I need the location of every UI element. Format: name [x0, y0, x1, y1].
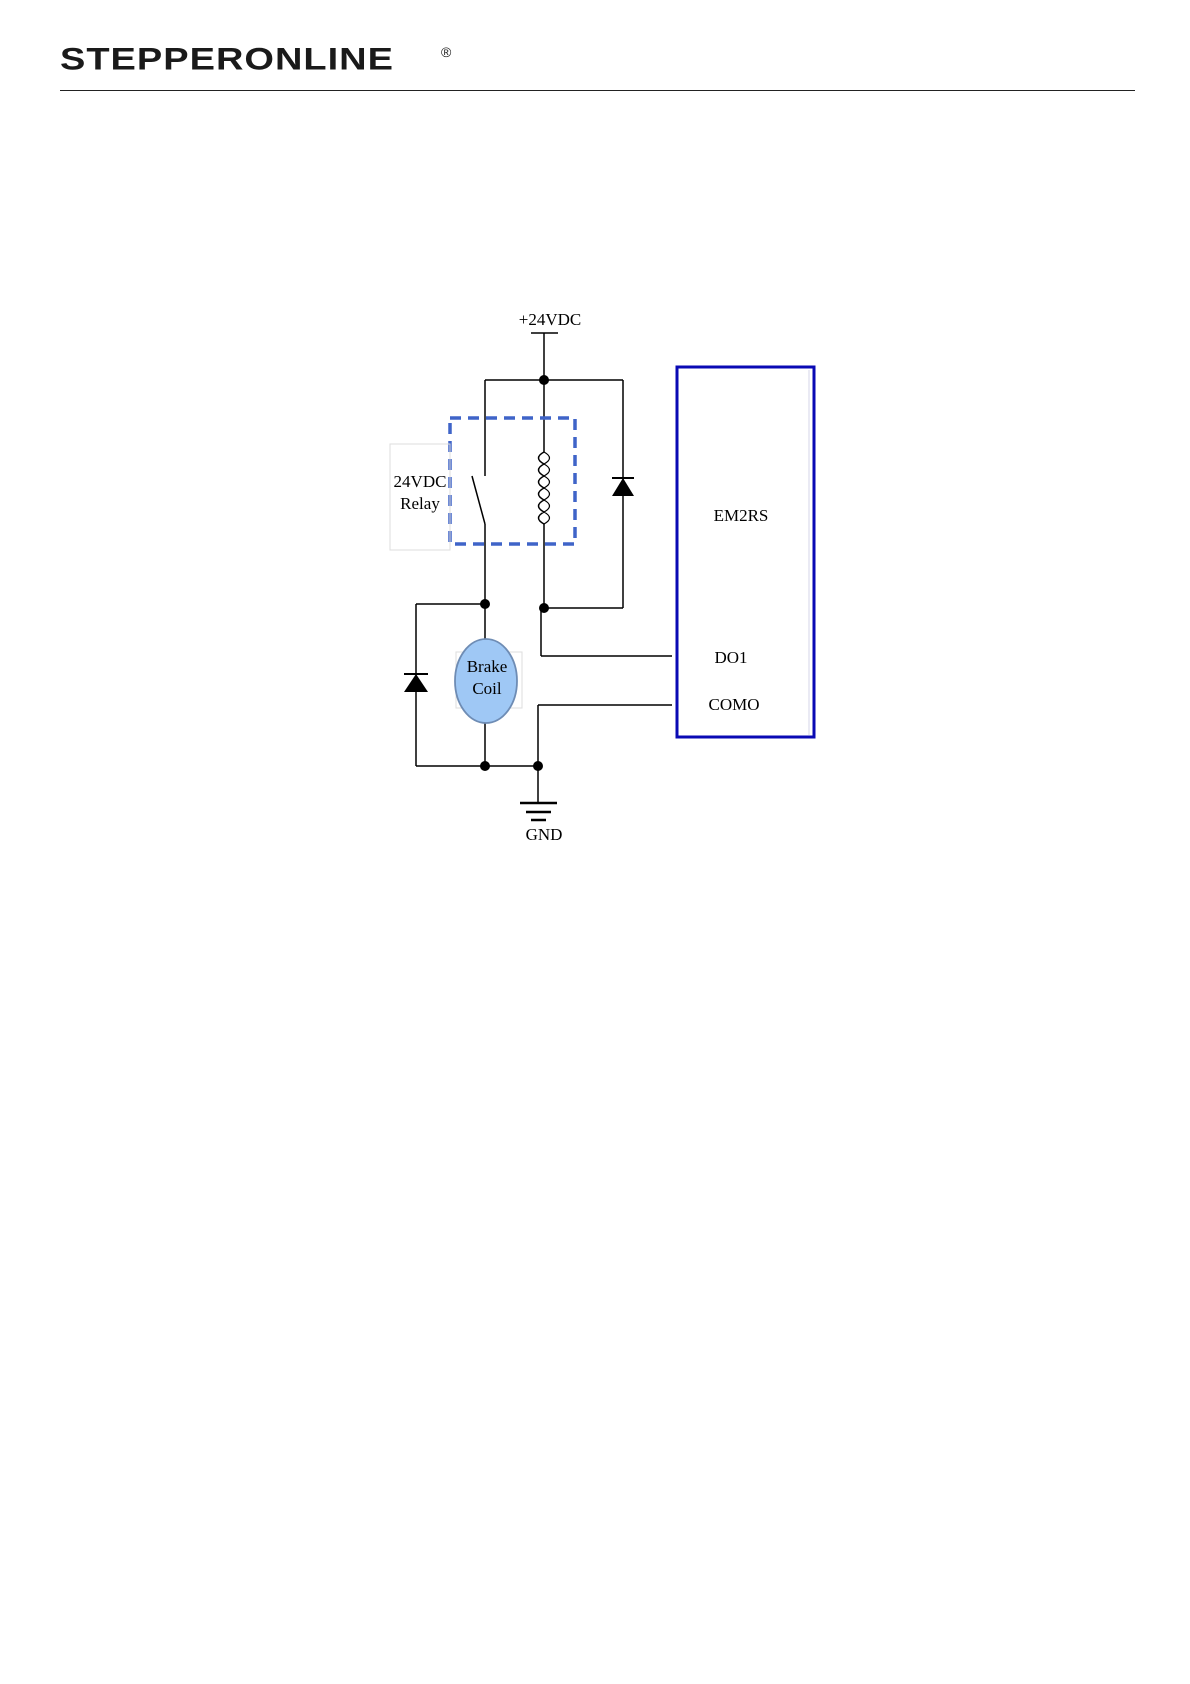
como-label: COMO — [708, 695, 759, 714]
driver-box: EM2RS DO1 COMO — [677, 367, 814, 737]
relay-coil — [539, 380, 550, 613]
supply-terminal: +24VDC — [519, 310, 581, 380]
brake-label-line2: Coil — [472, 679, 502, 698]
driver-label: EM2RS — [714, 506, 769, 525]
do1-label: DO1 — [714, 648, 747, 667]
relay-label-line1: 24VDC — [394, 472, 447, 491]
brake-label-line1: Brake — [467, 657, 508, 676]
top-bus-wire — [485, 375, 623, 385]
relay-switch — [472, 380, 490, 609]
do1-wire — [541, 608, 672, 656]
relay-enclosure: 24VDC Relay — [390, 418, 575, 550]
ground-symbol: GND — [520, 803, 562, 844]
supply-label: +24VDC — [519, 310, 581, 329]
brake-coil-branch: Brake Coil — [455, 604, 522, 766]
coil-flyback-diode — [544, 380, 634, 608]
ground-label: GND — [526, 825, 563, 844]
relay-label-line2: Relay — [400, 494, 440, 513]
junction-dot — [480, 761, 490, 771]
